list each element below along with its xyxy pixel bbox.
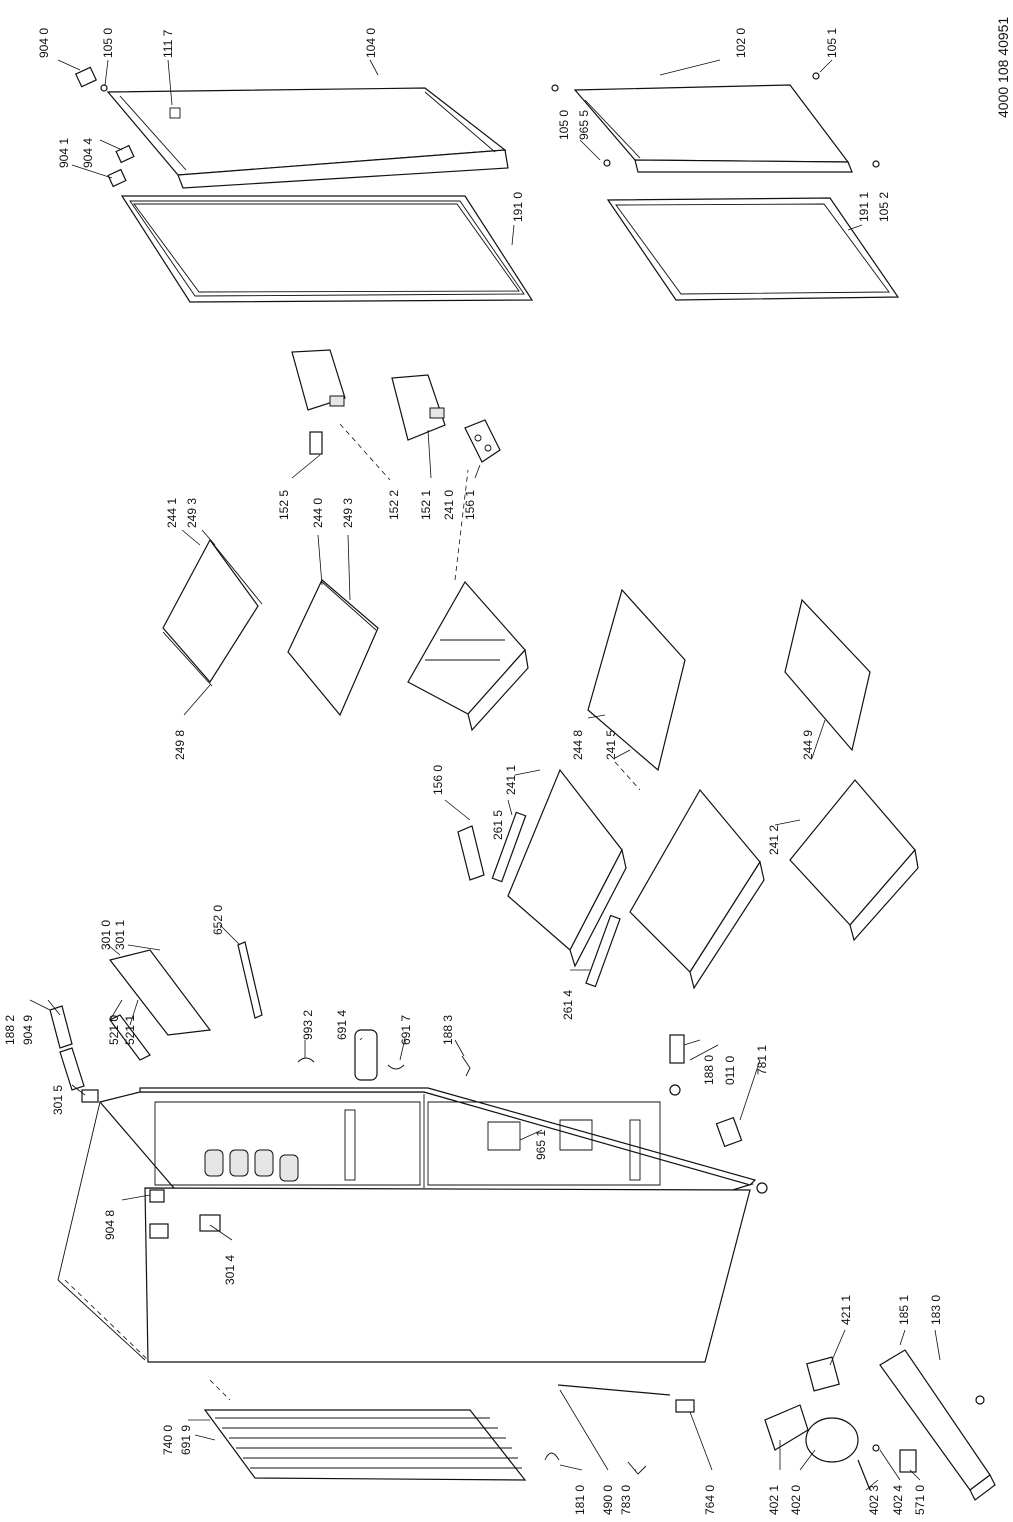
cabinet-body xyxy=(57,1084,768,1363)
callout-label: 261 4 xyxy=(561,990,575,1020)
glass-shelf-lower xyxy=(287,579,379,717)
air-duct-parts xyxy=(49,941,743,1148)
callout-label: 904 1 xyxy=(57,138,71,168)
door-bin-upper xyxy=(291,349,346,455)
callout-label: 993 2 xyxy=(301,1010,315,1040)
callout-label: 691 9 xyxy=(179,1425,193,1455)
callout-label: 244 1 xyxy=(165,498,179,528)
compressor-base-plate xyxy=(879,1349,996,1501)
callout-label: 402 0 xyxy=(789,1485,803,1515)
callout-label: 301 4 xyxy=(223,1255,237,1285)
door-bin-lower xyxy=(391,374,446,441)
callout-label: 764 0 xyxy=(703,1485,717,1515)
callout-label: 904 8 xyxy=(103,1210,117,1240)
callout-label: 261 5 xyxy=(491,810,505,840)
callout-label: 249 3 xyxy=(341,498,355,528)
callout-label: 904 4 xyxy=(81,138,95,168)
callout-label: 402 4 xyxy=(891,1485,905,1515)
callout-label: 185 1 xyxy=(897,1295,911,1325)
callout-label: 181 0 xyxy=(573,1485,587,1515)
callout-label: 244 0 xyxy=(311,498,325,528)
callout-label: 244 9 xyxy=(801,730,815,760)
callout-label: 156 0 xyxy=(431,765,445,795)
callout-label: 152 5 xyxy=(277,490,291,520)
callout-label: 301 0 xyxy=(99,920,113,950)
callout-label: 783 0 xyxy=(619,1485,633,1515)
glass-cover-bottom xyxy=(784,598,871,752)
door-gasket-upper-right xyxy=(606,197,900,301)
callout-label: 188 3 xyxy=(441,1015,455,1045)
callout-label: 904 0 xyxy=(37,28,51,58)
callout-label: 011 0 xyxy=(723,1056,737,1085)
callout-label: 241 1 xyxy=(504,765,518,795)
callout-label: 156 1 xyxy=(463,490,477,520)
callout-label: 402 3 xyxy=(867,1485,881,1515)
callout-label: 105 0 xyxy=(101,28,115,58)
callout-label: 965 5 xyxy=(577,110,591,140)
callout-label: 188 0 xyxy=(702,1055,716,1085)
callout-label: 781 1 xyxy=(755,1045,769,1075)
door-gasket-upper-left xyxy=(120,195,534,303)
document-code: 4000 108 40951 xyxy=(995,17,1011,118)
condenser xyxy=(203,1409,527,1481)
callout-label: 105 2 xyxy=(877,192,891,222)
callout-label: 241 2 xyxy=(767,825,781,855)
callout-label: 244 8 xyxy=(571,730,585,760)
drawer-bottom xyxy=(789,779,919,942)
drawer-top xyxy=(407,580,529,732)
callout-label: 521 0 xyxy=(107,1015,121,1045)
callout-label: 104 0 xyxy=(364,28,378,58)
callout-label: 740 0 xyxy=(161,1425,175,1455)
callout-label: 965 1 xyxy=(534,1130,548,1160)
callout-label: 421 1 xyxy=(839,1295,853,1325)
callout-label: 105 1 xyxy=(825,28,839,58)
egg-tray xyxy=(464,419,501,463)
callout-label: 904 9 xyxy=(21,1015,35,1045)
callout-label: 249 8 xyxy=(173,730,187,760)
tube-parts xyxy=(544,1384,695,1475)
compressor-assembly xyxy=(764,1356,917,1491)
callout-label: 490 0 xyxy=(601,1485,615,1515)
callout-label: 249 3 xyxy=(185,498,199,528)
small-rails xyxy=(457,811,621,988)
callout-label: 183 0 xyxy=(929,1295,943,1325)
drawer-mid xyxy=(507,768,627,968)
small-hinge-parts xyxy=(74,66,880,188)
callout-label: 111 7 xyxy=(161,29,175,58)
callout-label: 301 5 xyxy=(51,1085,65,1115)
callout-label: 691 7 xyxy=(399,1015,413,1045)
callout-label: 402 1 xyxy=(767,1485,781,1515)
callout-label: 241 5 xyxy=(604,730,618,760)
callout-label: 301 1 xyxy=(113,920,127,950)
callout-label: 191 0 xyxy=(511,192,525,222)
callout-label: 152 1 xyxy=(419,490,433,520)
glass-shelf-upper xyxy=(162,538,263,687)
callout-label: 152 2 xyxy=(387,490,401,520)
door-upper-left xyxy=(106,87,509,189)
callout-label: 241 0 xyxy=(442,490,456,520)
glass-cover-mid xyxy=(587,588,686,772)
callout-label: 571 0 xyxy=(913,1485,927,1515)
drawer-large xyxy=(629,788,765,990)
callout-label: 102 0 xyxy=(734,28,748,58)
callout-label: 691 4 xyxy=(335,1010,349,1040)
door-upper-right xyxy=(573,84,853,173)
callout-label: 191 1 xyxy=(857,192,871,222)
callout-label: 105 0 xyxy=(557,110,571,140)
callout-label: 521 1 xyxy=(123,1015,137,1045)
callout-label: 188 2 xyxy=(3,1015,17,1045)
callout-leaders xyxy=(29,59,941,1491)
callout-label: 652 0 xyxy=(211,905,225,935)
